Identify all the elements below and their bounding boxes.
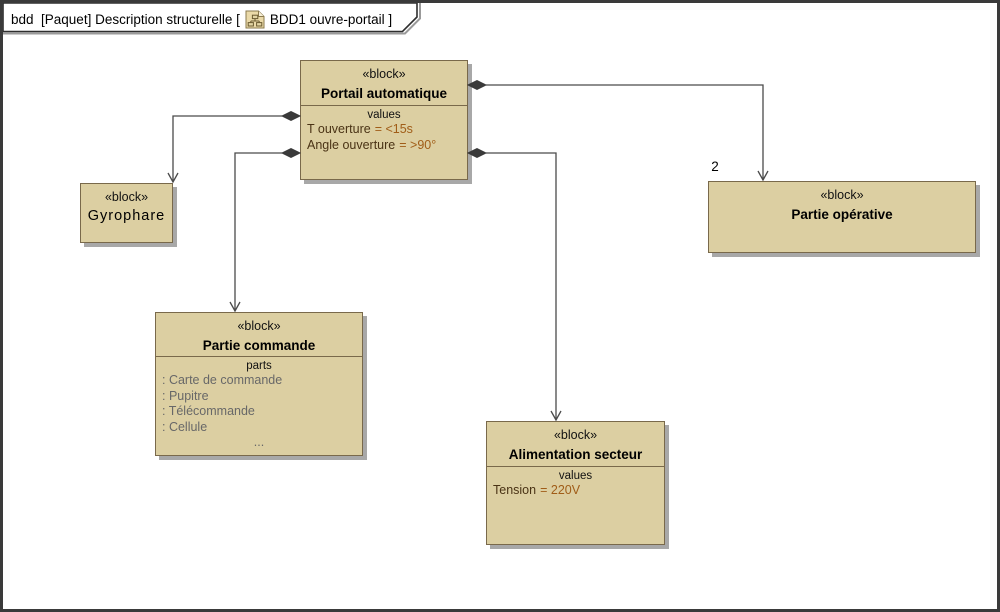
compartment-label: values — [558, 470, 593, 482]
composition-connector-alimentation-secteur[interactable] — [466, 147, 562, 422]
parts-compartment: parts : Carte de commande : Pupitre : Té… — [156, 356, 362, 449]
composition-diamond — [466, 147, 488, 159]
composition-diamond — [280, 147, 302, 159]
compartment-label: values — [367, 109, 401, 121]
block-header: «block» Alimentation secteur — [487, 422, 664, 466]
composition-diamond — [466, 79, 488, 91]
values-compartment: values T ouverture= <15s Angle ouverture… — [301, 105, 467, 153]
open-arrowhead — [229, 301, 241, 313]
open-arrowhead — [550, 410, 562, 422]
stereotype-label: «block» — [104, 190, 149, 204]
value-property: Angle ouverture= >90° — [307, 137, 437, 152]
block-header: «block» Partie opérative — [709, 182, 975, 224]
diagram-title: bdd [Paquet] Description structurelle [ … — [11, 8, 392, 30]
composition-diamond — [280, 110, 302, 122]
more-parts-ellipsis: ... — [253, 435, 265, 449]
values-compartment: values Tension= 220V — [487, 466, 664, 499]
block-header: «block» Portail automatique — [301, 61, 467, 105]
block-gyrophare[interactable]: «block» Gyrophare — [80, 183, 173, 243]
part-property: : Télécommande — [162, 404, 255, 418]
block-header: «block» Partie commande — [156, 313, 362, 356]
block-name: Partie commande — [202, 338, 316, 353]
tab-outline — [3, 3, 418, 33]
block-name: Portail automatique — [320, 86, 447, 101]
tab-shadow-line — [3, 3, 421, 35]
block-alimentation-secteur[interactable]: «block» Alimentation secteur values Tens… — [486, 421, 665, 545]
stereotype-label: «block» — [237, 319, 281, 333]
compartment-label: parts — [246, 360, 272, 372]
part-property: : Pupitre — [162, 388, 209, 403]
value-property: T ouverture= <15s — [307, 122, 413, 136]
bdd-diagram-icon — [245, 10, 265, 28]
block-partie-commande[interactable]: «block» Partie commande parts : Carte de… — [155, 312, 363, 456]
part-property: : Carte de commande — [162, 373, 283, 387]
part-property: : Cellule — [162, 419, 208, 434]
open-arrowhead — [167, 172, 179, 184]
block-name: Gyrophare — [87, 208, 166, 224]
open-arrowhead — [757, 170, 769, 182]
stereotype-label: «block» — [553, 428, 598, 442]
block-name: Alimentation secteur — [508, 447, 643, 462]
block-portail-automatique[interactable]: «block» Portail automatique values T ouv… — [300, 60, 468, 180]
composition-connector-gyrophare[interactable] — [167, 110, 302, 184]
stereotype-label: «block» — [362, 67, 406, 81]
diagram-title-prefix: bdd [Paquet] Description structurelle [ — [11, 11, 240, 27]
block-partie-operative[interactable]: «block» Partie opérative — [708, 181, 976, 253]
diagram-title-suffix: BDD1 ouvre-portail ] — [269, 11, 393, 27]
value-property: Tension= 220V — [493, 483, 581, 497]
multiplicity-label: 2 — [711, 159, 719, 174]
composition-connector-partie-commande[interactable] — [229, 147, 302, 313]
frame-title-tab — [3, 3, 421, 35]
block-header: «block» Gyrophare — [81, 184, 172, 226]
stereotype-label: «block» — [820, 188, 864, 202]
block-name: Partie opérative — [791, 207, 893, 222]
